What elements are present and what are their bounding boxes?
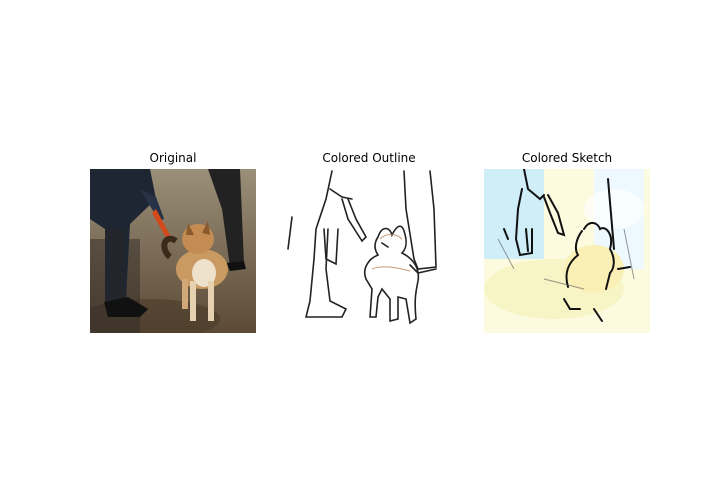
panel-title-colored-sketch: Colored Sketch [521, 151, 613, 165]
original-photo [90, 169, 256, 333]
panel-title-colored-outline: Colored Outline [322, 151, 416, 165]
outline-image [286, 169, 452, 333]
panel-title-original: Original [149, 151, 197, 165]
sketch-image [484, 169, 650, 333]
